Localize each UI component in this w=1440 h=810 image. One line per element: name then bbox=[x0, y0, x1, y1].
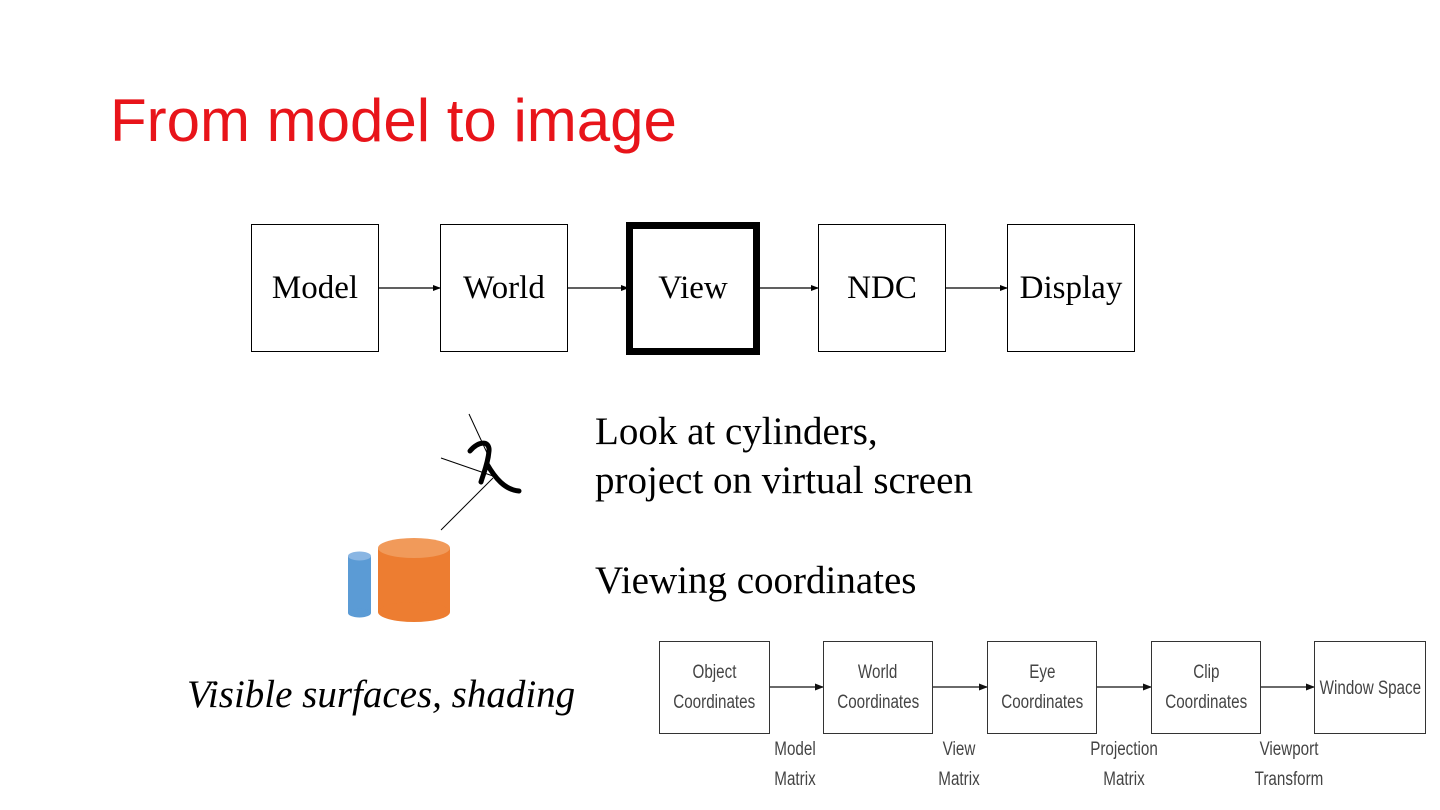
pipeline-box-view: View bbox=[626, 222, 760, 355]
opengl-box-window-space: Window Space bbox=[1314, 641, 1426, 734]
pipeline-box-model: Model bbox=[251, 224, 379, 352]
opengl-box-object-line1: Object bbox=[692, 661, 737, 683]
opengl-label-model-matrix-line2: Matrix bbox=[774, 769, 816, 790]
opengl-box-eye-line1: Eye bbox=[1028, 661, 1056, 683]
description-line-1: Look at cylinders, bbox=[595, 410, 878, 453]
description-line-3: Viewing coordinates bbox=[595, 559, 917, 602]
opengl-label-viewport-transform: Viewport Transform bbox=[1244, 735, 1334, 795]
opengl-box-object-line2: Coordinates bbox=[673, 691, 756, 713]
opengl-label-viewport-transform-line2: Transform bbox=[1254, 769, 1324, 790]
opengl-box-eye-line2: Coordinates bbox=[1001, 691, 1083, 713]
opengl-box-clip: Clip Coordinates bbox=[1151, 641, 1261, 734]
eye-icon bbox=[440, 413, 522, 531]
opengl-label-view-matrix: View Matrix bbox=[929, 735, 989, 795]
opengl-box-clip-line2: Coordinates bbox=[1165, 691, 1247, 713]
caption: Visible surfaces, shading bbox=[187, 673, 576, 716]
opengl-box-window-space-line1: Window Space bbox=[1319, 678, 1421, 699]
opengl-label-view-matrix-line1: View bbox=[942, 739, 976, 760]
opengl-label-model-matrix-line1: Model bbox=[774, 739, 816, 760]
opengl-box-world-line1: World bbox=[858, 661, 898, 683]
opengl-label-projection-matrix-line2: Matrix bbox=[1103, 769, 1145, 790]
opengl-label-view-matrix-line2: Matrix bbox=[938, 769, 980, 790]
opengl-box-eye: Eye Coordinates bbox=[987, 641, 1097, 734]
blue-cylinder-icon bbox=[348, 551, 371, 618]
opengl-label-viewport-transform-line1: Viewport bbox=[1259, 739, 1319, 760]
opengl-box-world: World Coordinates bbox=[823, 641, 933, 734]
description-line-2: project on virtual screen bbox=[595, 459, 973, 502]
opengl-box-object: Object Coordinates bbox=[659, 641, 770, 734]
opengl-label-projection-matrix-line1: Projection bbox=[1090, 739, 1158, 760]
pipeline-box-ndc: NDC bbox=[818, 224, 946, 352]
opengl-box-world-line2: Coordinates bbox=[837, 691, 919, 713]
opengl-label-projection-matrix: Projection Matrix bbox=[1079, 735, 1169, 795]
orange-cylinder-icon bbox=[378, 538, 450, 622]
opengl-box-clip-line1: Clip bbox=[1192, 661, 1220, 683]
opengl-label-model-matrix: Model Matrix bbox=[765, 735, 825, 795]
slide-title: From model to image bbox=[110, 87, 677, 154]
